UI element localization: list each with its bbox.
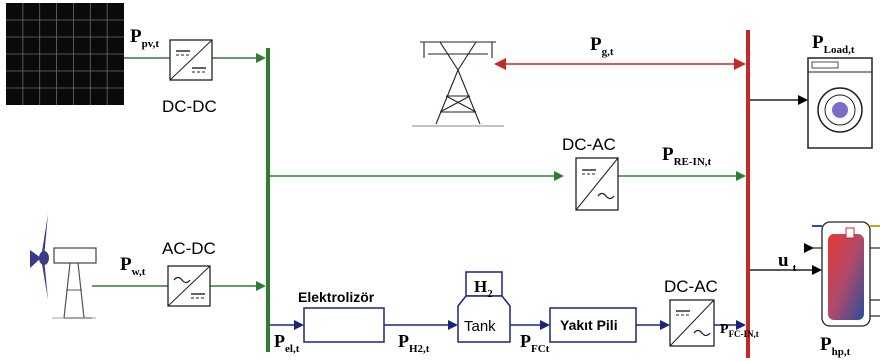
- label-fuel-cell: Yakıt Pili: [560, 317, 618, 333]
- h2-tank: [457, 271, 511, 343]
- heat-pump-tank-icon: [804, 221, 880, 327]
- label-pel: Pel,t: [274, 331, 300, 355]
- label-dcac-top: DC-AC: [562, 135, 616, 154]
- electrolyzer-box: [303, 307, 385, 343]
- label-pg: Pg,t: [590, 34, 614, 58]
- label-ppv: Ppv,t: [130, 26, 159, 50]
- acdc-converter: [167, 265, 211, 307]
- label-tank: Tank: [464, 318, 496, 335]
- label-pfc: PFCt: [520, 331, 550, 355]
- label-prein: PRE-IN,t: [662, 144, 712, 168]
- label-h2: H2: [474, 277, 493, 300]
- transmission-tower-icon: [412, 41, 504, 127]
- label-electrolyzer: Elektrolizör: [298, 289, 375, 305]
- label-dcac-bottom: DC-AC: [664, 277, 718, 296]
- label-dcdc: DC-DC: [162, 97, 217, 116]
- dcac-converter-bottom: [669, 299, 715, 347]
- dcdc-converter: [169, 39, 213, 81]
- label-pload: PLoad,t: [812, 32, 855, 56]
- fuel-cell-box: [549, 307, 637, 343]
- label-php: Php,t: [820, 334, 851, 358]
- load-appliance-icon: [807, 57, 873, 149]
- label-pw: Pw,t: [120, 254, 146, 278]
- solar-panel-icon: [6, 3, 124, 105]
- wind-turbine-icon: [30, 214, 97, 319]
- dcac-converter-top: [575, 157, 619, 211]
- label-acdc: AC-DC: [162, 239, 216, 258]
- label-ph2: PH2,t: [398, 331, 430, 355]
- label-pfcin: PFC-IN,t: [720, 322, 759, 339]
